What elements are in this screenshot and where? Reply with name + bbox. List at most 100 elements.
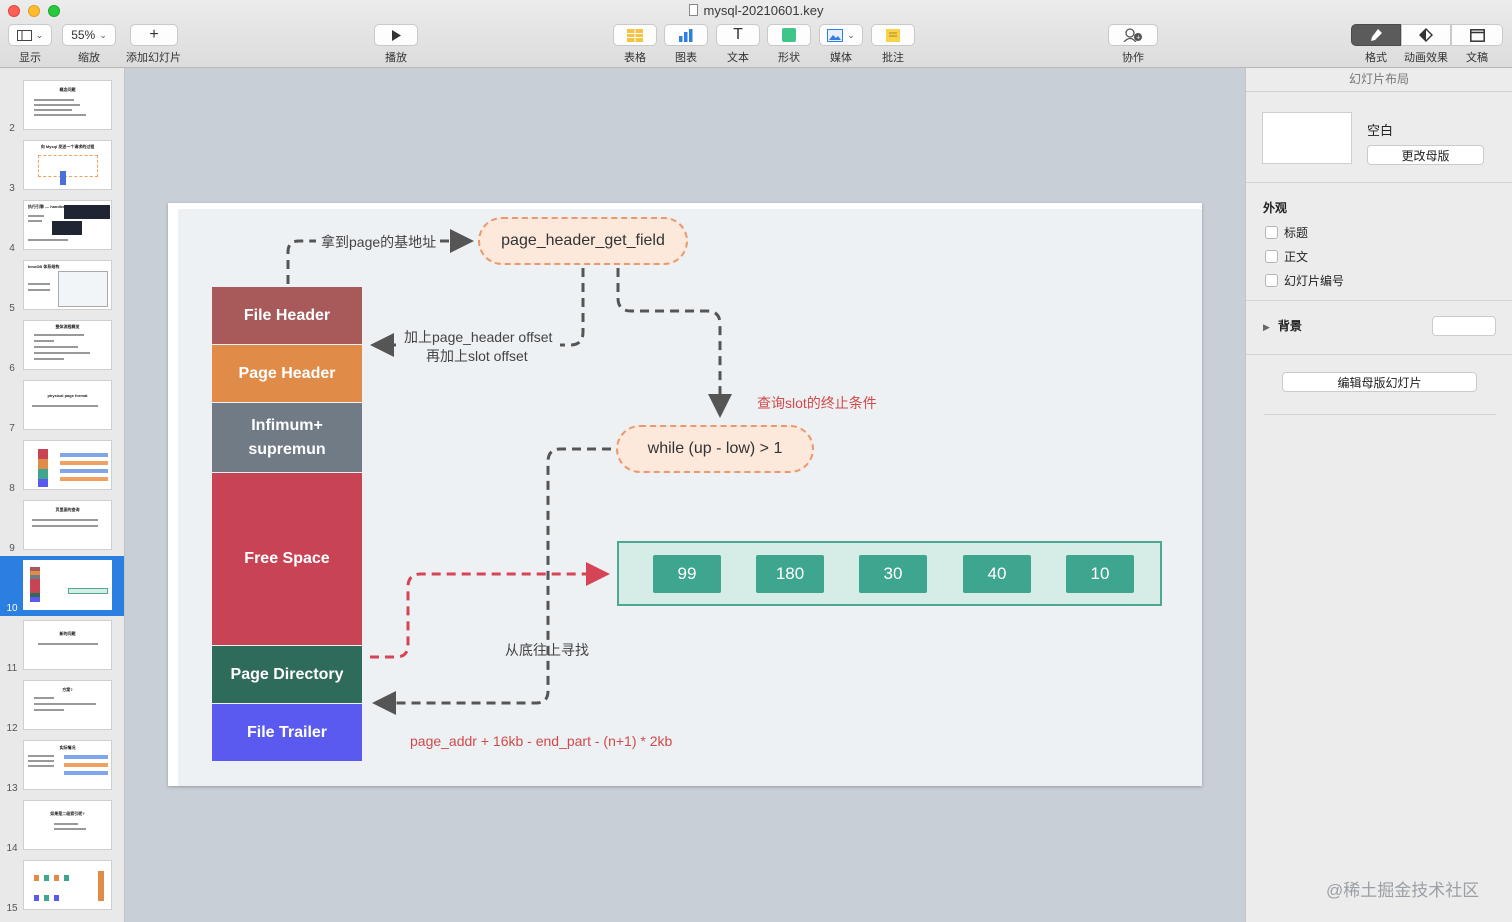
change-master-button[interactable]: 更改母版 — [1367, 145, 1484, 165]
slide-thumbnail-13[interactable]: 实际情况 13 — [0, 736, 124, 796]
page-directory-block[interactable]: Page Directory — [212, 646, 362, 703]
slide-number: 6 — [9, 363, 15, 374]
play-button[interactable] — [374, 24, 418, 46]
checkbox-box[interactable] — [1265, 226, 1278, 239]
slide-preview — [23, 560, 112, 610]
checkbox-label: 标题 — [1284, 226, 1309, 240]
text-button[interactable]: T — [716, 24, 760, 46]
close-window-button[interactable] — [8, 5, 20, 17]
page-header-block[interactable]: Page Header — [212, 345, 362, 402]
infimum-supremum-block[interactable]: Infimum+ supremun — [212, 403, 362, 472]
slide-number: 5 — [9, 303, 15, 314]
view-button[interactable]: ⌄ — [8, 24, 52, 46]
text-label: 文本 — [727, 52, 749, 64]
slide-thumbnail-11[interactable]: 新的问题 11 — [0, 616, 124, 676]
play-icon — [392, 29, 401, 41]
divider — [1246, 354, 1512, 355]
shape-button[interactable] — [767, 24, 811, 46]
comment-tool[interactable]: 批注 — [871, 24, 915, 65]
slide-thumbnail-4[interactable]: 执行引擎 — handler 4 — [0, 196, 124, 256]
layout-preview[interactable] — [1262, 112, 1352, 164]
slide-thumbnail-15[interactable]: 15 — [0, 856, 124, 916]
slide-thumbnail-9[interactable]: 页里面的查询 9 — [0, 496, 124, 556]
title-checkbox[interactable]: 标题 — [1265, 224, 1308, 241]
zoom-tool[interactable]: 55% ⌄ 缩放 — [62, 24, 116, 65]
body-checkbox[interactable]: 正文 — [1265, 248, 1308, 265]
slide-preview: 执行引擎 — handler — [23, 200, 112, 250]
while-loop-pill[interactable]: while (up - low) > 1 — [616, 425, 814, 473]
slide-thumbnail-12[interactable]: 方案? 12 — [0, 676, 124, 736]
base-address-label: 拿到page的基地址 — [321, 234, 437, 250]
media-button[interactable]: ⌄ — [819, 24, 863, 46]
collaborate-tool[interactable]: + 协作 — [1108, 24, 1158, 65]
comment-icon — [886, 28, 900, 42]
collaborate-label: 协作 — [1122, 52, 1144, 64]
chart-label: 图表 — [675, 52, 697, 64]
zoom-value: 55% — [71, 28, 96, 42]
format-button[interactable] — [1351, 24, 1401, 46]
animate-button[interactable] — [1401, 24, 1451, 46]
table-button[interactable] — [613, 24, 657, 46]
document-tool[interactable]: 文稿 — [1451, 24, 1503, 65]
chevron-down-icon: ⌄ — [35, 29, 44, 40]
slot-cell[interactable]: 180 — [756, 555, 824, 593]
slot-cell[interactable]: 30 — [859, 555, 927, 593]
play-tool[interactable]: 播放 — [374, 24, 418, 65]
slide-thumbnail-5[interactable]: InnoDB 体系结构 5 — [0, 256, 124, 316]
slide-navigator[interactable]: 概念问题 2 向 Mysql 发送一个请求的过程 3 执行引擎 — handle… — [0, 68, 125, 922]
text-tool[interactable]: T 文本 — [716, 24, 760, 65]
slide-number: 13 — [6, 783, 18, 794]
checkbox-box[interactable] — [1265, 250, 1278, 263]
slide-thumbnail-1[interactable] — [0, 68, 124, 70]
slide-thumbnail-7[interactable]: physical page format 7 — [0, 376, 124, 436]
slide-number-checkbox[interactable]: 幻灯片编号 — [1265, 272, 1344, 289]
file-trailer-block[interactable]: File Trailer — [212, 704, 362, 761]
add-slide-button[interactable]: + — [130, 24, 178, 46]
slide-preview-title: 页里面的查询 — [55, 507, 80, 512]
chart-button[interactable] — [664, 24, 708, 46]
slide-thumbnail-8[interactable]: 8 — [0, 436, 124, 496]
slide-thumbnail-3[interactable]: 向 Mysql 发送一个请求的过程 3 — [0, 136, 124, 196]
format-tool[interactable]: 格式 — [1351, 24, 1401, 65]
shape-tool[interactable]: 形状 — [767, 24, 811, 65]
slot-cell[interactable]: 99 — [653, 555, 721, 593]
slide-thumbnail-14[interactable]: 如果是二级索引呢? 14 — [0, 796, 124, 856]
file-header-block[interactable]: File Header — [212, 287, 362, 344]
bottom-up-label: 从底往上寻找 — [505, 642, 589, 658]
minimize-window-button[interactable] — [28, 5, 40, 17]
slide-preview — [23, 860, 112, 910]
background-section[interactable]: ▶背景 — [1263, 317, 1302, 334]
edit-master-button[interactable]: 编辑母版幻灯片 — [1282, 372, 1477, 392]
slot-cell[interactable]: 10 — [1066, 555, 1134, 593]
document-panel-icon — [1469, 28, 1485, 42]
animate-tool[interactable]: 动画效果 — [1401, 24, 1451, 65]
slide-preview-title: physical page format — [47, 393, 88, 398]
zoom-window-button[interactable] — [48, 5, 60, 17]
slide-preview: 实际情况 — [23, 740, 112, 790]
media-tool[interactable]: ⌄ 媒体 — [819, 24, 863, 65]
slide-thumbnail-10[interactable]: 10 — [0, 556, 124, 616]
checkbox-box[interactable] — [1265, 274, 1278, 287]
add-slide-tool[interactable]: + 添加幻灯片 — [126, 24, 181, 65]
page-header-get-field-pill[interactable]: page_header_get_field — [478, 217, 688, 265]
slide-preview-title: 向 Mysql 发送一个请求的过程 — [40, 144, 95, 149]
free-space-block[interactable]: Free Space — [212, 473, 362, 645]
toolbar: mysql-20210601.key ⌄ 显示 55% ⌄ 缩放 + 添加幻灯片… — [0, 0, 1512, 68]
background-color-well[interactable] — [1432, 316, 1496, 336]
document-icon — [688, 4, 698, 16]
offset-label-1: 加上page_header offset — [404, 329, 553, 345]
comment-button[interactable] — [871, 24, 915, 46]
slide-thumbnail-2[interactable]: 概念问题 2 — [0, 76, 124, 136]
disclosure-triangle-icon[interactable]: ▶ — [1263, 322, 1270, 332]
chart-tool[interactable]: 图表 — [664, 24, 708, 65]
table-tool[interactable]: 表格 — [613, 24, 657, 65]
collaborate-button[interactable]: + — [1108, 24, 1158, 46]
zoom-select[interactable]: 55% ⌄ — [62, 24, 116, 46]
slide-thumbnail-6[interactable]: 整体流程概览 6 — [0, 316, 124, 376]
document-button[interactable] — [1451, 24, 1503, 46]
view-label: 显示 — [19, 52, 41, 64]
slide-preview-title: 方案? — [62, 687, 73, 692]
slot-cell[interactable]: 40 — [963, 555, 1031, 593]
view-tool[interactable]: ⌄ 显示 — [8, 24, 52, 65]
chevron-down-icon: ⌄ — [847, 29, 855, 40]
